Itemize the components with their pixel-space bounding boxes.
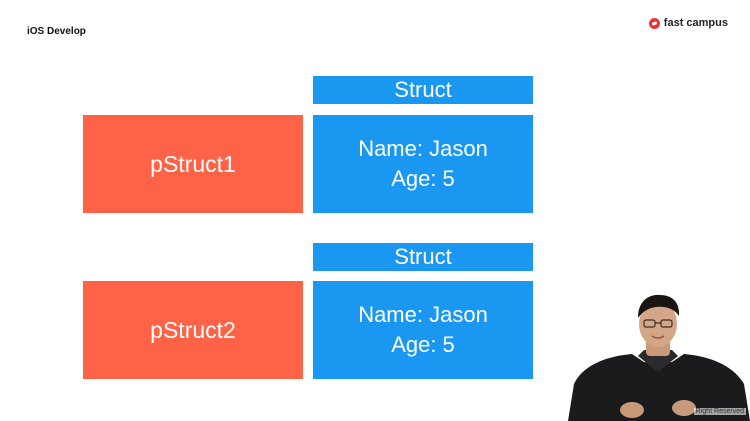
course-title: iOS Develop: [27, 26, 86, 37]
struct-field-age-2: Age: 5: [391, 332, 455, 357]
pointer-label-2: pStruct2: [150, 316, 236, 343]
struct-field-name-2: Name: Jason: [358, 302, 488, 327]
struct-label-1: Struct: [394, 77, 452, 102]
logo-text: fast campus: [663, 17, 728, 29]
brand-logo: fast campus: [648, 17, 728, 29]
pointer-label-1: pStruct1: [150, 150, 236, 177]
fastcampus-logo-icon: [648, 17, 660, 29]
struct-label-2: Struct: [394, 244, 452, 269]
struct-header-2: Struct: [313, 243, 533, 271]
copyright-text: Right Reserved: [693, 408, 746, 415]
presenter-video: [568, 292, 750, 421]
pointer-box-1: pStruct1: [83, 115, 303, 213]
struct-header-1: Struct: [313, 76, 533, 104]
pointer-box-2: pStruct2: [83, 281, 303, 379]
presenter-figure: [568, 294, 750, 421]
struct-field-name-1: Name: Jason: [358, 136, 488, 161]
struct-body-1: Name: Jason Age: 5: [313, 115, 533, 213]
struct-field-age-1: Age: 5: [391, 166, 455, 191]
struct-body-2: Name: Jason Age: 5: [313, 281, 533, 379]
